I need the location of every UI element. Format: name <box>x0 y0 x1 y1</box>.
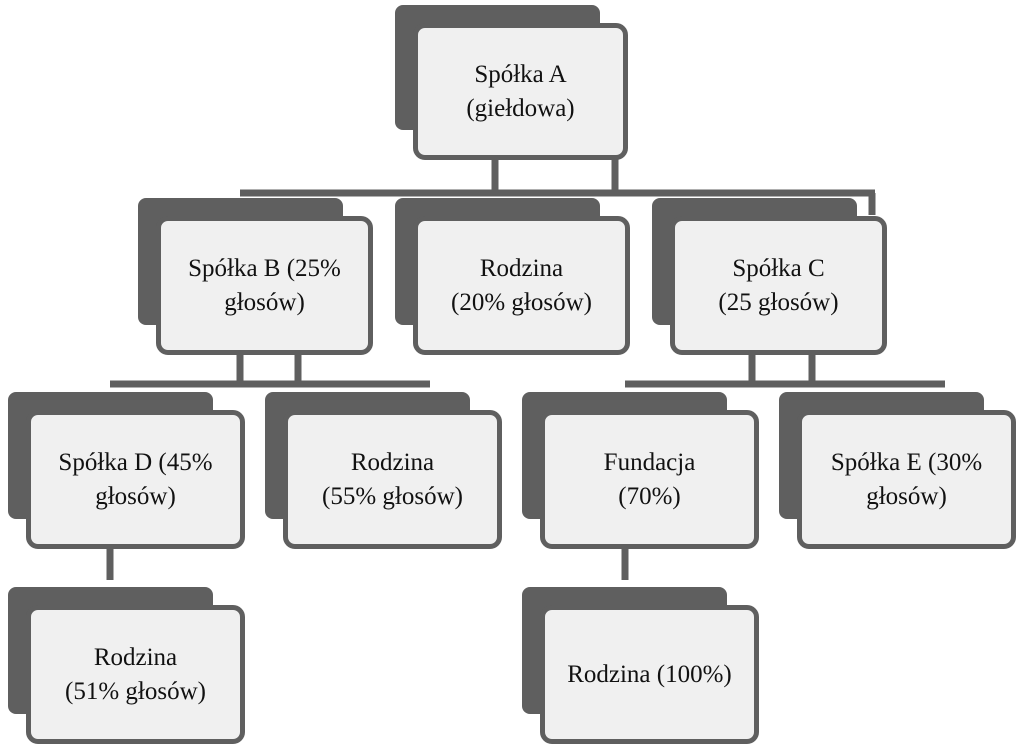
node-label-line1: Spółka C <box>732 254 825 282</box>
node-label: Spółka E (30% głosów) <box>797 410 1016 549</box>
node-rodzina-100: Rodzina (100%) <box>522 587 759 744</box>
node-card <box>670 216 887 355</box>
node-label-line2: (55% głosów) <box>322 482 463 510</box>
node-label-line1: Fundacja <box>603 448 696 476</box>
node-label-line1: Spółka D (45% <box>58 448 213 476</box>
node-label-line2: (giełdowa) <box>466 94 575 122</box>
node-label-line2: głosów) <box>866 482 947 510</box>
node-label: Spółka C (25 głosów) <box>670 216 887 355</box>
node-label-line2: (51% głosów) <box>65 677 206 705</box>
node-label-line2: głosów) <box>224 288 305 316</box>
node-label: Rodzina (55% głosów) <box>283 410 502 549</box>
node-spolka-c: Spółka C (25 głosów) <box>652 198 887 355</box>
node-label: Rodzina (51% głosów) <box>26 605 245 744</box>
node-label: Rodzina (20% głosów) <box>413 216 630 355</box>
node-card <box>26 410 245 549</box>
node-label-line1: Rodzina <box>350 448 435 476</box>
node-label: Spółka A (giełdowa) <box>413 23 628 160</box>
node-card <box>797 410 1016 549</box>
node-label-line1: Spółka A <box>474 60 567 88</box>
node-card <box>283 410 502 549</box>
node-label-line1: Spółka E (30% <box>830 448 983 476</box>
node-spolka-b: Spółka B (25% głosów) <box>138 198 373 355</box>
node-fundacja: Fundacja (70%) <box>522 392 759 549</box>
node-rodzina-55: Rodzina (55% głosów) <box>265 392 502 549</box>
node-label: Spółka B (25% głosów) <box>156 216 373 355</box>
node-card <box>156 216 373 355</box>
node-label-line2: (25 głosów) <box>718 288 839 316</box>
node-card <box>540 605 759 744</box>
node-rodzina-51: Rodzina (51% głosów) <box>8 587 245 744</box>
node-card <box>540 410 759 549</box>
node-label: Fundacja (70%) <box>540 410 759 549</box>
node-label: Rodzina (100%) <box>540 605 759 744</box>
node-label-line1: Spółka B (25% <box>188 254 341 282</box>
node-label-line2: (70%) <box>618 482 681 510</box>
node-label-line1: Rodzina (100%) <box>567 660 732 688</box>
node-spolka-a: Spółka A (giełdowa) <box>395 5 630 160</box>
node-label: Spółka D (45% głosów) <box>26 410 245 549</box>
node-label-line1: Rodzina <box>93 643 178 671</box>
node-card <box>413 23 628 160</box>
node-label-line2: głosów) <box>95 482 176 510</box>
node-label-line1: Rodzina <box>479 254 564 282</box>
node-rodzina-20: Rodzina (20% głosów) <box>395 198 630 355</box>
node-spolka-e: Spółka E (30% głosów) <box>779 392 1016 549</box>
node-label-line2: (20% głosów) <box>451 288 592 316</box>
node-card <box>26 605 245 744</box>
node-spolka-d: Spółka D (45% głosów) <box>8 392 245 549</box>
node-card <box>413 216 630 355</box>
